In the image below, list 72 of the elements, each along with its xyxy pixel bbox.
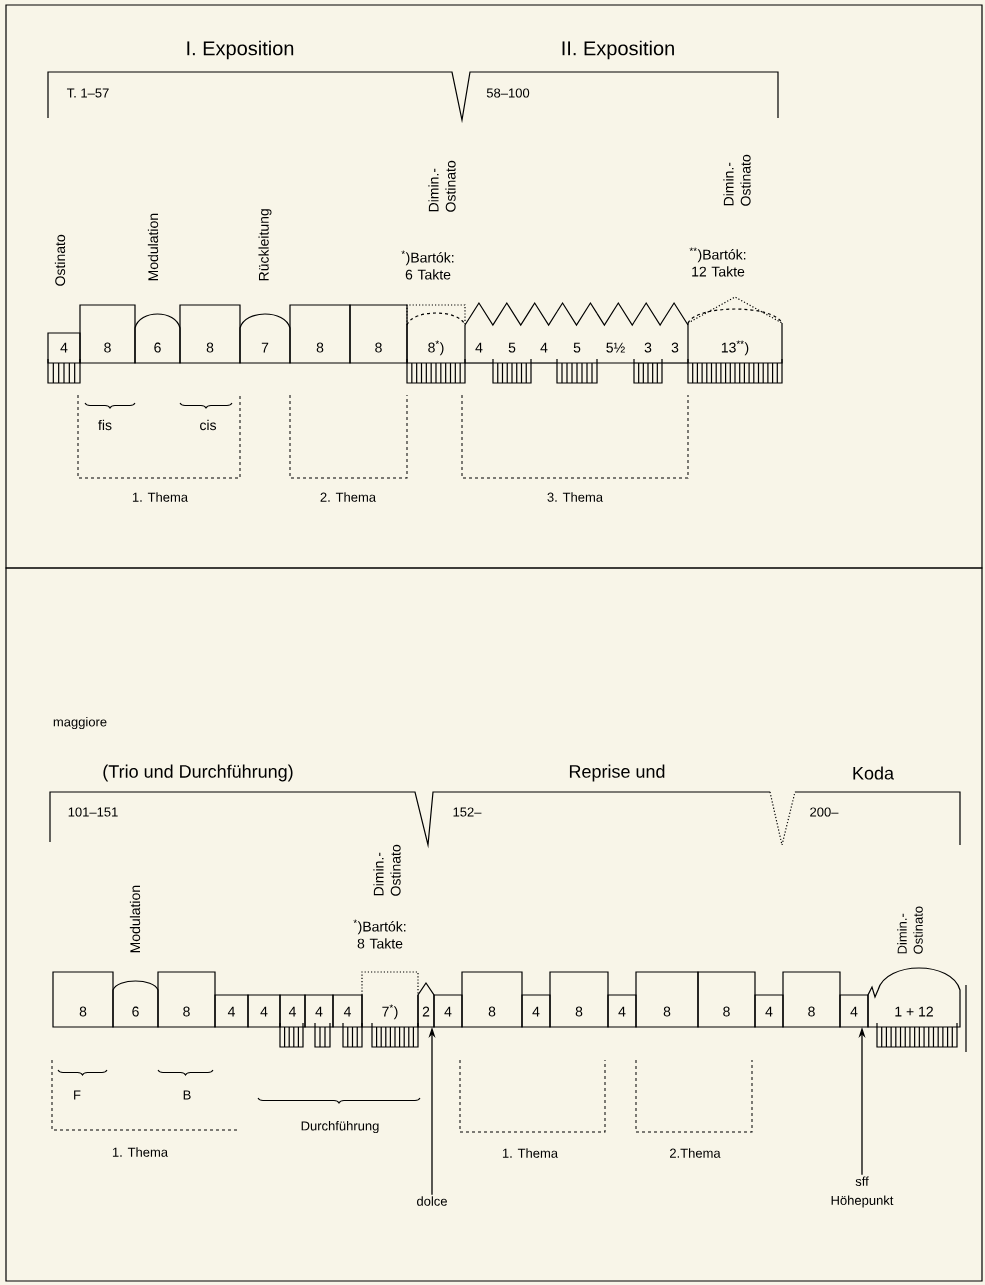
rotated-label: Dimin.- Ostinato xyxy=(897,906,923,954)
theme-label: 1. Thema xyxy=(502,1148,559,1158)
arch-segment: 6 xyxy=(112,980,159,1028)
rotated-label: Dimin.- Ostinato xyxy=(428,160,456,212)
measure-box: 4 xyxy=(521,994,551,1028)
measure-box: 4 xyxy=(839,994,869,1028)
footnote: $^{*}$)Bartók: 6 Takte xyxy=(401,250,454,280)
measure-box: 4 xyxy=(247,994,281,1028)
measure-box: 4 xyxy=(47,332,81,364)
measure-box: 8 xyxy=(697,971,756,1028)
measure-box: 8 xyxy=(179,304,241,364)
arch-segment: 6 xyxy=(134,313,181,364)
measure-box: 8 xyxy=(289,304,351,364)
measure-box: 4 xyxy=(332,994,363,1028)
measure-box: 8 xyxy=(52,971,114,1028)
zigzag-segment: 3 xyxy=(633,301,663,364)
rotated-label: Ostinato xyxy=(54,234,66,286)
zigzag-segment: 5 xyxy=(556,301,598,364)
footnote: $^{**}$)Bartók: 12 Takte xyxy=(689,247,746,277)
measure-range: 152– xyxy=(453,807,482,817)
arch-segment: 1 + 12 xyxy=(867,967,961,1028)
section-title: Koda xyxy=(853,766,894,780)
measure-box: 4 xyxy=(607,994,637,1028)
annotation: sff Höhepunkt xyxy=(831,1176,894,1208)
theme-label: 1. Thema xyxy=(112,1147,169,1157)
measure-range: 200– xyxy=(810,807,839,817)
measure-box: 4 xyxy=(214,994,249,1028)
measure-box: 7$^{*}$) xyxy=(361,971,419,1028)
mode-label: maggiore xyxy=(53,716,107,730)
section-title: Reprise und xyxy=(569,764,665,782)
measure-box: 8 xyxy=(461,971,523,1028)
zigzag-segment: 3 xyxy=(661,301,689,364)
rotated-label: Modulation xyxy=(147,213,159,281)
theme-label: 3. Thema xyxy=(547,492,604,502)
arch-segment: 8$^{*}$) xyxy=(406,304,466,364)
measure-range: 101–151 xyxy=(68,807,118,817)
measure-box: 8 xyxy=(79,304,136,364)
measure-box: 4 xyxy=(304,994,334,1028)
peaked-box: 2 xyxy=(417,981,435,1028)
key-label: fis xyxy=(98,419,112,431)
key-label: B xyxy=(183,1090,191,1100)
annotation: dolce xyxy=(417,1196,447,1206)
zigzag-segment: 4 xyxy=(530,301,558,364)
footnote: $^{*}$)Bartók: 8 Takte xyxy=(353,919,406,949)
measure-box: 8 xyxy=(549,971,609,1028)
measure-range: T. 1–57 xyxy=(67,88,109,98)
theme-label: 2. Thema xyxy=(320,492,377,502)
measure-box: 8 xyxy=(349,304,408,364)
key-label: F xyxy=(74,1090,81,1100)
measure-box: 8 xyxy=(157,971,216,1028)
measure-box: 8 xyxy=(782,971,841,1028)
section-title: II. Exposition xyxy=(562,40,674,60)
theme-label: 1. Thema xyxy=(132,492,189,502)
zigzag-segment: 4 xyxy=(464,301,494,364)
rotated-label: Modulation xyxy=(129,885,141,953)
key-label: cis xyxy=(200,419,217,431)
section-title: (Trio und Durchführung) xyxy=(103,764,293,782)
arch-segment: 13$^{**}$) xyxy=(687,296,783,364)
theme-label: 2.Thema xyxy=(670,1148,721,1158)
rotated-label: Dimin.- Ostinato xyxy=(723,154,751,206)
brace-label: Durchführung xyxy=(301,1120,379,1134)
measure-box: 4 xyxy=(433,994,463,1028)
rotated-label: Rückleitung xyxy=(258,209,272,281)
measure-box: 4 xyxy=(754,994,784,1028)
arch-segment: 7 xyxy=(239,313,291,364)
zigzag-segment: 5½ xyxy=(596,301,635,364)
section-title: I. Exposition xyxy=(187,40,294,60)
measure-range: 58–100 xyxy=(486,88,530,98)
rotated-label: Dimin.- Ostinato xyxy=(373,844,401,896)
measure-box: 4 xyxy=(279,994,306,1028)
zigzag-segment: 5 xyxy=(492,301,532,364)
measure-box: 8 xyxy=(635,971,699,1028)
